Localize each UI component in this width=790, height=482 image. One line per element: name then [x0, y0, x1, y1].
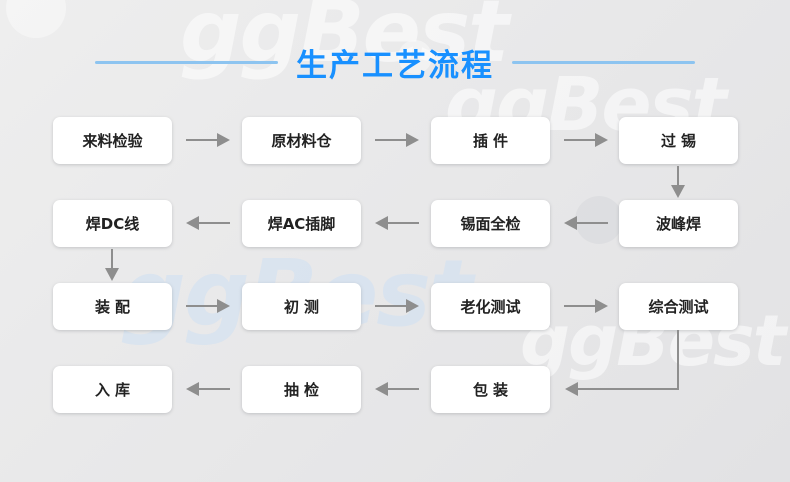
arrow-shaft: [375, 139, 406, 141]
arrow-aging-test-to-comprehensive-test: [564, 299, 608, 313]
arrow-head-right-icon: [406, 299, 419, 313]
flow-node-label: 老化测试: [460, 298, 521, 316]
arrow-shaft: [375, 305, 406, 307]
arrow-head-left-icon: [375, 382, 388, 396]
arrow-head-left-icon: [565, 382, 578, 396]
arrow-tin-inspection-to-solder-ac: [375, 216, 419, 230]
arrow-sampling-to-warehousing: [186, 382, 230, 396]
title-rule-right: [512, 60, 695, 64]
arrow-incoming-to-warehouse: [186, 133, 230, 147]
arrow-head-right-icon: [217, 133, 230, 147]
arrow-head-right-icon: [595, 299, 608, 313]
flow-node-label: 初测: [283, 298, 324, 316]
flow-node-label: 过锡: [660, 132, 701, 150]
arrow-shaft: [111, 249, 113, 268]
arrow-comprehensive-test-to-packaging: [560, 330, 685, 396]
flow-node-aging-test[interactable]: 老化测试: [431, 283, 550, 330]
page-header: 生产工艺流程: [0, 36, 790, 88]
flow-node-packaging[interactable]: 包装: [431, 366, 550, 413]
arrow-shaft: [564, 139, 595, 141]
arrow-warehouse-to-insertion: [375, 133, 419, 147]
flow-node-label: 装配: [94, 298, 135, 316]
flow-node-label: 波峰焊: [655, 215, 701, 233]
flow-node-warehousing[interactable]: 入库: [53, 366, 172, 413]
flow-node-raw-material-warehouse[interactable]: 原材料仓: [242, 117, 361, 164]
flow-node-label: 原材料仓: [271, 132, 332, 150]
arrow-head-right-icon: [595, 133, 608, 147]
flow-node-label: 包装: [472, 381, 513, 399]
flow-node-incoming-inspection[interactable]: 来料检验: [53, 117, 172, 164]
arrow-assembly-to-initial-test: [186, 299, 230, 313]
flow-node-label: 入库: [94, 381, 135, 399]
elbow-horizontal-segment: [578, 388, 679, 390]
flow-node-label: 综合测试: [648, 298, 709, 316]
arrow-shaft: [564, 305, 595, 307]
arrow-packaging-to-sampling: [375, 382, 419, 396]
arrow-shaft: [186, 139, 217, 141]
arrow-head-right-icon: [406, 133, 419, 147]
arrow-shaft: [388, 388, 419, 390]
flow-node-tin-surface-inspection[interactable]: 锡面全检: [431, 200, 550, 247]
flow-node-label: 来料检验: [82, 132, 143, 150]
elbow-vertical-segment: [677, 330, 679, 390]
arrow-shaft: [199, 222, 230, 224]
flow-node-label: 抽检: [283, 381, 324, 399]
flow-node-initial-test[interactable]: 初测: [242, 283, 361, 330]
flow-node-assembly[interactable]: 装配: [53, 283, 172, 330]
arrow-tinning-to-wave-solder: [671, 166, 685, 198]
arrow-head-right-icon: [217, 299, 230, 313]
arrow-shaft: [186, 305, 217, 307]
arrow-head-left-icon: [186, 216, 199, 230]
arrow-shaft: [199, 388, 230, 390]
flow-node-label: 焊DC线: [85, 215, 140, 233]
page-title: 生产工艺流程: [296, 47, 494, 84]
arrow-wave-solder-to-tin-inspection: [564, 216, 608, 230]
arrow-head-left-icon: [564, 216, 577, 230]
flow-node-label: 锡面全检: [460, 215, 521, 233]
flow-node-sampling-inspection[interactable]: 抽检: [242, 366, 361, 413]
arrow-solder-ac-to-solder-dc: [186, 216, 230, 230]
arrow-insertion-to-tinning: [564, 133, 608, 147]
flow-node-comprehensive-test[interactable]: 综合测试: [619, 283, 738, 330]
arrow-head-down-icon: [105, 268, 119, 281]
arrow-shaft: [677, 166, 679, 185]
arrow-head-left-icon: [186, 382, 199, 396]
arrow-shaft: [577, 222, 608, 224]
arrow-head-left-icon: [375, 216, 388, 230]
flow-node-solder-dc-wire[interactable]: 焊DC线: [53, 200, 172, 247]
title-rule-left: [95, 60, 278, 64]
flow-node-label: 焊AC插脚: [267, 215, 336, 233]
flow-node-label: 插件: [472, 132, 513, 150]
flow-node-wave-soldering[interactable]: 波峰焊: [619, 200, 738, 247]
flow-node-tinning[interactable]: 过锡: [619, 117, 738, 164]
flow-node-insertion[interactable]: 插件: [431, 117, 550, 164]
arrow-shaft: [388, 222, 419, 224]
flow-node-solder-ac-pin[interactable]: 焊AC插脚: [242, 200, 361, 247]
arrow-initial-test-to-aging-test: [375, 299, 419, 313]
arrow-solder-dc-to-assembly: [105, 249, 119, 281]
arrow-head-down-icon: [671, 185, 685, 198]
